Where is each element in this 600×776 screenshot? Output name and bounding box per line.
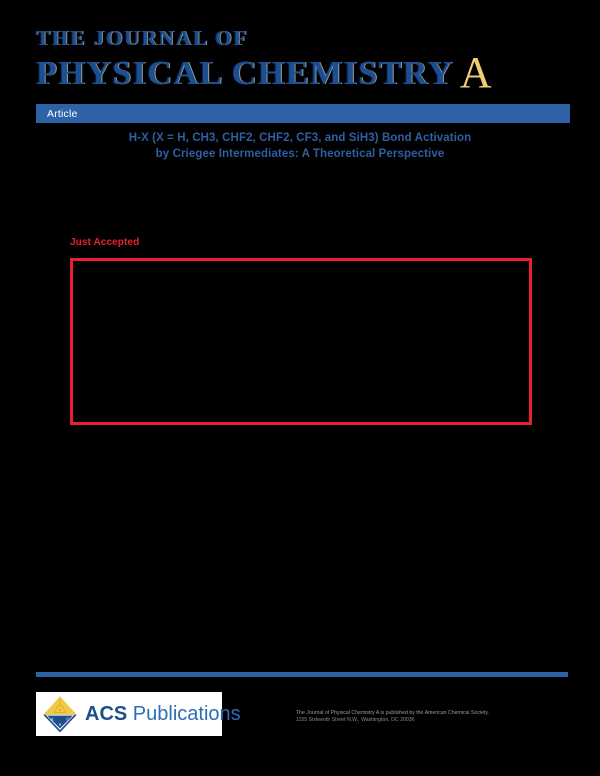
article-title: H-X (X = H, CH3, CHF2, CHF2, CF3, and Si…: [60, 130, 540, 162]
masthead-journal-name: PHYSICAL CHEMISTRY: [36, 55, 454, 92]
article-title-line-1: H-X (X = H, CH3, CHF2, CHF2, CF3, and Si…: [128, 132, 472, 144]
masthead-series-letter: A: [459, 48, 494, 97]
acs-publications-logo: A C S ACS Publications: [36, 692, 241, 736]
svg-text:C: C: [67, 716, 70, 721]
article-type-bar: Article: [36, 104, 570, 123]
footer-divider: [36, 672, 568, 677]
article-type-label: Article: [47, 107, 78, 120]
footer-address-line-2: 1155 Sixteenth Street N.W., Washington, …: [296, 717, 415, 723]
svg-text:A: A: [50, 716, 54, 721]
footer-publisher-address: The Journal of Physical Chemistry A is p…: [296, 710, 564, 724]
svg-text:S: S: [59, 722, 62, 727]
acs-diamond-flask-icon: A C S: [43, 696, 77, 733]
acs-logo-wordmark: ACS Publications: [85, 704, 241, 724]
just-accepted-label: Just Accepted: [70, 237, 140, 248]
masthead-line-the-journal-of: THE JOURNAL OF: [36, 26, 249, 50]
article-title-line-2: by Criegee Intermediates: A Theoretical …: [155, 148, 445, 160]
acs-wordmark-acs: ACS: [85, 703, 128, 725]
footer-address-line-1: The Journal of Physical Chemistry A is p…: [296, 710, 490, 716]
acs-wordmark-publications: Publications: [127, 703, 241, 725]
just-accepted-notice-box: [70, 258, 532, 425]
